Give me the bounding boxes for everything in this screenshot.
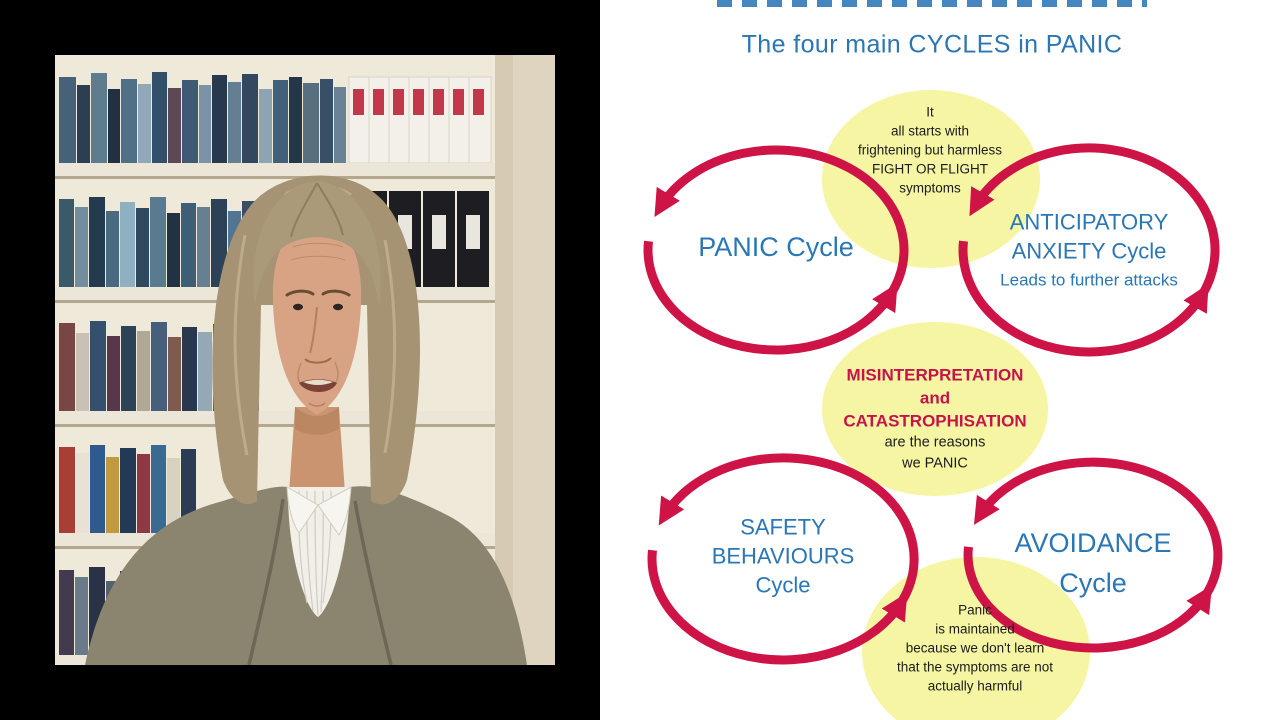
shelf-side-board [495,55,513,665]
books-row-1 [59,72,346,163]
clipped-heading [717,0,1147,7]
slide-title: The four main CYCLES in PANIC [741,30,1123,59]
slide-panel: The four main CYCLES in PANIC [600,0,1280,720]
line: AVOIDANCE [1014,528,1172,558]
presenter-video [55,55,555,665]
line: ANXIETY Cycle [1011,238,1167,264]
line: CATASTROPHISATION [843,411,1027,431]
safety-cycle-arrow-top [658,453,919,634]
line: FIGHT OR FLIGHT [871,161,989,177]
line: MISINTERPRETATION [846,365,1024,385]
safety-cycle-label: SAFETY BEHAVIOURS Cycle [712,513,855,600]
line: are the reasons [884,434,986,451]
start-bubble-text: It all starts with frightening but harml… [858,103,1002,198]
line: we PANIC [902,455,968,472]
jacket-lapels [247,498,393,665]
line: It [926,104,934,120]
line: frightening but harmless [857,142,1003,158]
bottom-bubble-text: Panic is maintained because we don't lea… [897,601,1053,696]
presenter-face [272,219,362,415]
line: actually harmful [927,678,1023,694]
line: Cycle [755,572,811,598]
line: symptoms [899,180,961,196]
line: ANTICIPATORY [1009,209,1169,235]
line: BEHAVIOURS [711,543,855,569]
line: all starts with [890,123,970,139]
avoidance-cycle-arrow-bottom [963,546,1213,653]
hair-fringe-strands [290,182,344,238]
avoidance-cycle-arrow-top [973,457,1223,625]
avoidance-cycle-label: AVOIDANCE Cycle [1014,523,1171,603]
line: Leads to further attacks [1000,270,1178,290]
wall-right [513,55,555,665]
panic-cycle-arrow-top [654,145,909,325]
line: SAFETY [740,514,826,540]
start-bubble-ellipse [822,90,1040,268]
middle-bubble-ellipse [822,322,1048,496]
line: that the symptoms are not [896,659,1054,675]
journals-row-1 [348,76,492,164]
line: and [919,388,951,408]
panic-cycle-label: PANIC Cycle [698,232,854,262]
panic-cycle-arrow-bottom [643,240,898,355]
line: Cycle [1059,568,1127,598]
shirt-collar-left [286,486,319,534]
shirt-collar-right [317,486,352,536]
presenter-hair-front [253,181,381,307]
anticipatory-cycle-arrow-top [969,143,1220,326]
line: is maintained [935,621,1015,637]
middle-bubble-text: MISINTERPRETATION and CATASTROPHISATION … [843,364,1026,475]
presenter-scene [55,55,555,665]
cycles-diagram [643,90,1223,720]
safety-cycle-arrow-bottom [647,549,908,665]
anticipatory-cycle-arrow-bottom [958,240,1209,357]
bottom-bubble-ellipse [862,557,1090,720]
neck-shadow [295,407,339,435]
line: because we don't learn [905,640,1045,656]
cycle-arrows [643,143,1223,665]
line: Panic [958,602,992,618]
books-row-4 [59,445,196,533]
face-features [285,242,351,407]
anticipatory-cycle-label: ANTICIPATORY ANXIETY Cycle Leads to furt… [1000,208,1178,295]
